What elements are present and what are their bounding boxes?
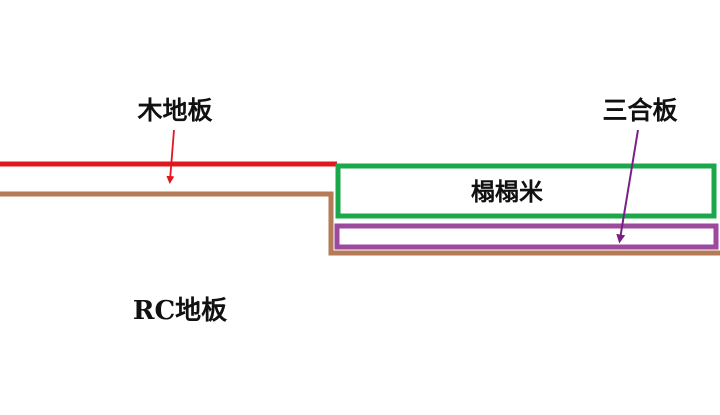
wood-floor-label: 木地板 [136,96,212,125]
rc-floor-label: RC地板 [133,296,227,326]
wood-floor-arrow [166,129,175,184]
tatami-label: 榻榻米 [471,177,543,206]
plywood-label: 三合板 [602,96,677,125]
rc-floor-line [0,191,720,256]
tatami-box [335,163,717,219]
plywood-box [334,223,719,250]
plywood-arrow [616,129,639,244]
